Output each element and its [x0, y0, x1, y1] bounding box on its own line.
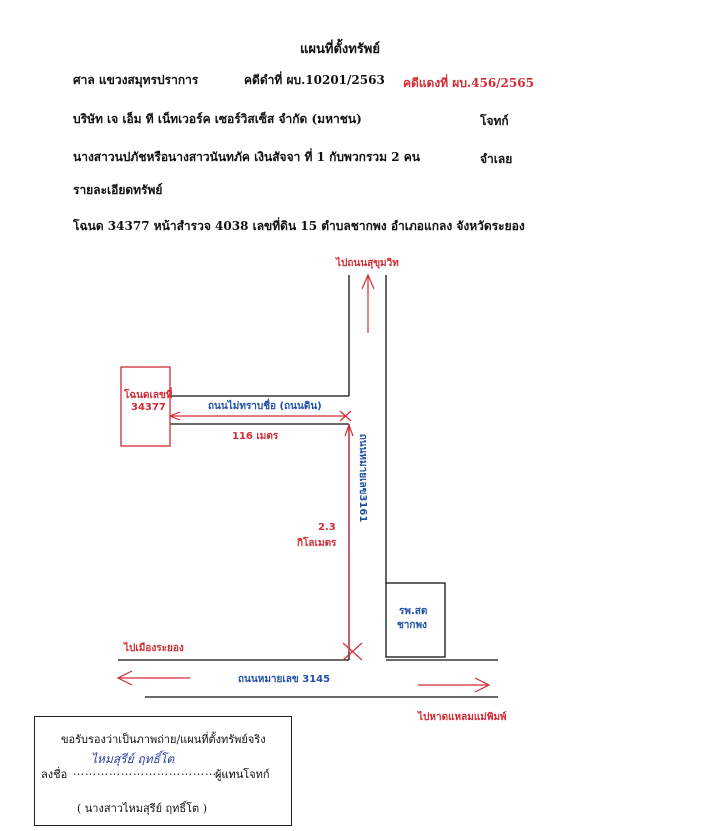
- hospital-label-line2: ชากพง: [397, 620, 427, 631]
- arrow-to-sukhumvit-head: [361, 273, 375, 290]
- to-rayong-label: ไปเมืองระยอง: [124, 643, 184, 654]
- deed-label-line1: โฉนดเลขที่: [124, 390, 173, 401]
- document-title: แผนที่ตั้งทรัพย์: [300, 42, 380, 57]
- dimension-116m-head: [168, 411, 181, 421]
- hospital-label-line1: รพ.สต: [399, 606, 428, 617]
- signature-prefix: ลงชื่อ: [41, 768, 68, 781]
- road-3145-label: ถนนหมายเลข 3145: [238, 674, 331, 685]
- plaintiff-role: โจทก์: [480, 114, 509, 128]
- dimension-2-3km-head: [344, 423, 354, 437]
- defendant-name: นางสาวนปภัชหรือนางสาวนันทภัค เงินสัจจา ท…: [73, 150, 420, 164]
- red-case-number: คดีแดงที่ ผบ.456/2565: [403, 76, 534, 90]
- unnamed-road-label: ถนนไม่ทราบชื่อ (ถนนดิน): [208, 401, 322, 412]
- black-case-number: คดีดำที่ ผบ.10201/2563: [244, 73, 385, 87]
- deed-parcel-box: [120, 366, 171, 447]
- signature-dotted-line: ……………………………………: [73, 765, 241, 778]
- distance-2-3km-value: 2.3: [318, 522, 336, 533]
- to-sukhumvit-label: ไปถนนสุขุมวิท: [336, 258, 399, 269]
- property-detail: โฉนด 34377 หน้าสำรวจ 4038 เลขที่ดิน 15 ต…: [73, 219, 525, 233]
- signature-suffix: ผู้แทนโจทก์: [215, 768, 270, 781]
- arrow-to-beach-head: [474, 677, 491, 693]
- court-name: ศาล แขวงสมุทรปราการ: [73, 73, 199, 87]
- distance-2-3km-unit: กิโลเมตร: [297, 538, 337, 549]
- property-heading: รายละเอียดทรัพย์: [73, 183, 163, 197]
- plaintiff-name: บริษัท เจ เอ็ม ที เน็ทเวอร์ค เซอร์วิสเซ็…: [73, 112, 362, 126]
- defendant-role: จำเลย: [480, 152, 513, 166]
- certification-statement: ขอรับรองว่าเป็นภาพถ่าย/แผนที่ตั้งทรัพย์จ…: [61, 733, 266, 746]
- arrow-to-rayong-head: [116, 670, 133, 686]
- distance-116m-label: 116 เมตร: [232, 431, 279, 442]
- to-beach-label: ไปหาดแหลมแม่พิมพ์: [418, 712, 507, 723]
- signer-name: ( นางสาวไหมสุรีย์ ฤทธิ์โต ): [77, 802, 207, 815]
- certification-box: ขอรับรองว่าเป็นภาพถ่าย/แผนที่ตั้งทรัพย์จ…: [34, 716, 292, 826]
- main-road-vertical-label: ถนนหมายเลข3161: [357, 434, 368, 523]
- hospital-box: [385, 582, 446, 658]
- deed-label-line2: 34377: [131, 402, 166, 413]
- handwritten-signature: ไหมสุรีย์ ฤทธิ์โต: [91, 752, 175, 766]
